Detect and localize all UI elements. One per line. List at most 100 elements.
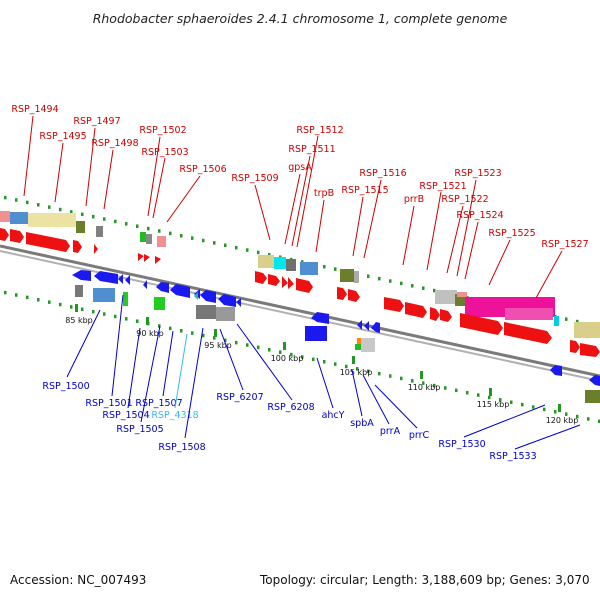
gene-label-reverse[interactable]: RSP_1505 bbox=[116, 424, 163, 435]
track-dot bbox=[257, 345, 260, 350]
scale-tick-mark bbox=[420, 371, 423, 379]
label-leader-line bbox=[284, 173, 301, 245]
gene-label-forward[interactable]: RSP_1527 bbox=[541, 239, 588, 250]
track-dot bbox=[224, 243, 227, 248]
gene-label-forward[interactable]: RSP_1521 bbox=[419, 181, 466, 192]
track-dot bbox=[521, 402, 524, 407]
track-dot bbox=[92, 214, 95, 219]
gene-label-reverse[interactable]: RSP_4318 bbox=[151, 410, 198, 421]
gene-label-reverse[interactable]: RSP_1500 bbox=[42, 381, 89, 392]
gene-label-forward[interactable]: RSP_1503 bbox=[141, 147, 188, 158]
gene-label-forward[interactable]: RSP_1515 bbox=[341, 185, 388, 196]
feature-block bbox=[10, 212, 28, 224]
scale-tick-mark bbox=[214, 329, 217, 337]
reverse-gene-arrow bbox=[118, 274, 123, 284]
track-dot bbox=[389, 279, 392, 283]
track-dot bbox=[4, 195, 7, 200]
reverse-gene-arrow bbox=[125, 275, 130, 285]
label-leader-line bbox=[174, 333, 188, 409]
feature-block bbox=[146, 234, 152, 244]
feature-block bbox=[305, 326, 327, 341]
gene-label-reverse[interactable]: RSP_1501 bbox=[85, 398, 132, 409]
forward-gene-arrow bbox=[94, 244, 98, 254]
gene-label-reverse[interactable]: prrC bbox=[409, 430, 430, 441]
gene-label-reverse[interactable]: RSP_6208 bbox=[267, 402, 314, 413]
gene-label-forward[interactable]: RSP_1524 bbox=[456, 210, 503, 221]
track-dot bbox=[125, 222, 128, 226]
forward-gene-arrow bbox=[255, 271, 267, 284]
label-leader-line bbox=[219, 328, 244, 391]
reverse-gene-arrow bbox=[156, 282, 169, 293]
gene-label-reverse[interactable]: RSP_1530 bbox=[438, 439, 485, 450]
track-dot bbox=[235, 340, 238, 345]
reverse-gene-arrow bbox=[589, 375, 600, 386]
track-dot bbox=[576, 414, 579, 419]
gene-label-forward[interactable]: RSP_1502 bbox=[139, 125, 186, 136]
label-leader-line bbox=[488, 239, 511, 286]
gene-label-forward[interactable]: RSP_1511 bbox=[288, 144, 335, 155]
feature-block bbox=[340, 269, 354, 282]
forward-gene-arrow bbox=[405, 302, 427, 318]
gene-label-forward[interactable]: RSP_1512 bbox=[296, 125, 343, 136]
forward-features bbox=[0, 211, 600, 357]
gene-label-forward[interactable]: trpB bbox=[314, 188, 334, 199]
gene-label-forward[interactable]: RSP_1516 bbox=[359, 168, 406, 179]
label-leader-line bbox=[147, 136, 161, 217]
label-leader-line bbox=[162, 330, 174, 397]
gene-label-forward[interactable]: RSP_1506 bbox=[179, 164, 226, 175]
label-leader-line bbox=[446, 205, 464, 274]
scale-tick-mark bbox=[146, 317, 149, 325]
scale-tick-label: 120 kbp bbox=[546, 416, 579, 425]
track-dot bbox=[180, 329, 183, 333]
track-dot bbox=[114, 314, 117, 319]
gene-label-reverse[interactable]: spbA bbox=[350, 418, 374, 429]
label-leader-line bbox=[374, 384, 418, 429]
forward-gene-arrow bbox=[26, 232, 70, 252]
genome-summary-text: Topology: circular; Length: 3,188,609 bp… bbox=[260, 573, 590, 587]
scale-tick-mark bbox=[283, 342, 286, 350]
gene-label-reverse[interactable]: RSP_1508 bbox=[158, 442, 205, 453]
feature-block bbox=[457, 292, 467, 297]
track-dot bbox=[565, 412, 568, 416]
track-dot bbox=[301, 260, 304, 264]
track-dot bbox=[499, 398, 502, 402]
reverse-gene-arrow bbox=[170, 284, 190, 298]
label-leader-line bbox=[464, 221, 479, 280]
track-dot bbox=[70, 210, 73, 214]
gene-label-forward[interactable]: RSP_1525 bbox=[488, 228, 535, 239]
gene-label-reverse[interactable]: prrA bbox=[380, 426, 401, 437]
gene-label-forward[interactable]: gpsA bbox=[288, 162, 312, 173]
scale-tick-label: 85 kbp bbox=[65, 316, 93, 325]
gene-label-forward[interactable]: RSP_1497 bbox=[73, 116, 120, 127]
track-dot bbox=[334, 267, 337, 271]
gene-label-forward[interactable]: RSP_1522 bbox=[441, 194, 488, 205]
reverse-gene-arrow bbox=[371, 322, 380, 333]
feature-block bbox=[157, 236, 166, 247]
gene-label-forward[interactable]: RSP_1523 bbox=[454, 168, 501, 179]
reverse-gene-arrow bbox=[143, 280, 147, 289]
gene-label-reverse[interactable]: ahcY bbox=[322, 410, 345, 421]
gene-label-forward[interactable]: prrB bbox=[404, 194, 424, 205]
track-dot bbox=[455, 388, 458, 393]
gene-label-reverse[interactable]: RSP_6207 bbox=[216, 392, 263, 403]
feature-block bbox=[76, 221, 85, 233]
track-dot bbox=[202, 238, 205, 243]
forward-gene-arrow bbox=[155, 256, 161, 264]
forward-gene-arrow bbox=[460, 313, 503, 335]
gene-label-reverse[interactable]: RSP_1507 bbox=[135, 398, 182, 409]
feature-block bbox=[435, 290, 457, 304]
track-dot bbox=[466, 390, 469, 395]
label-leader-line bbox=[296, 135, 319, 248]
track-dot bbox=[26, 295, 29, 300]
track-dot bbox=[169, 326, 172, 331]
track-dot bbox=[422, 286, 425, 290]
gene-label-forward[interactable]: RSP_1495 bbox=[39, 131, 86, 142]
gene-label-forward[interactable]: RSP_1498 bbox=[91, 138, 138, 149]
track-dot bbox=[59, 207, 62, 212]
track-dot bbox=[224, 338, 227, 343]
gene-label-reverse[interactable]: RSP_1504 bbox=[102, 410, 149, 421]
gene-label-forward[interactable]: RSP_1494 bbox=[11, 104, 58, 115]
gene-label-forward[interactable]: RSP_1509 bbox=[231, 173, 278, 184]
gene-label-reverse[interactable]: RSP_1533 bbox=[489, 451, 536, 462]
